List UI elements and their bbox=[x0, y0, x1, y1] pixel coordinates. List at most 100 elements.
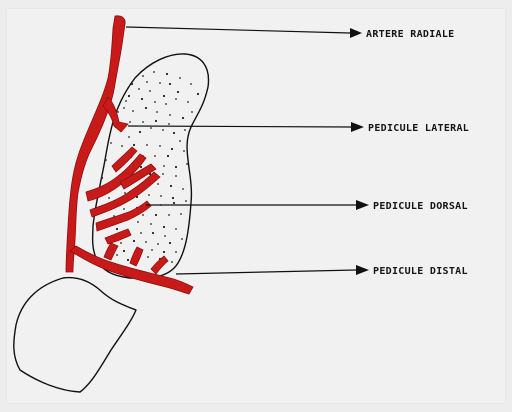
stipple-dot bbox=[105, 159, 107, 161]
arrow-lateral-line bbox=[128, 126, 351, 127]
stipple-dot bbox=[171, 261, 173, 263]
stipple-dot bbox=[149, 90, 151, 92]
stipple-dot bbox=[175, 175, 177, 177]
lower-outline bbox=[14, 278, 136, 392]
stipple-dot bbox=[116, 228, 118, 230]
stipple-dot bbox=[181, 238, 183, 240]
stipple-dot bbox=[150, 127, 152, 129]
stipple-dot bbox=[116, 254, 118, 256]
stipple-dot bbox=[166, 73, 168, 75]
stipple-dot bbox=[163, 165, 165, 167]
stipple-dot bbox=[146, 144, 148, 146]
stipple-dot bbox=[168, 214, 170, 216]
stipple-dot bbox=[169, 83, 171, 85]
arrows bbox=[126, 27, 369, 275]
stipple-dot bbox=[159, 82, 161, 84]
stipple-dot bbox=[153, 71, 155, 73]
stipple-dot bbox=[169, 114, 171, 116]
stipple-dot bbox=[155, 214, 157, 216]
stipple-dot bbox=[142, 121, 144, 123]
stipple-dot bbox=[180, 213, 182, 215]
stipple-dot bbox=[197, 93, 199, 95]
stipple-dot bbox=[154, 101, 156, 103]
stipple-dot bbox=[142, 75, 144, 77]
distal-pedicle-vessel bbox=[70, 246, 193, 294]
stipple-dot bbox=[141, 98, 143, 100]
arrow-lateral-head bbox=[351, 122, 364, 132]
stipple-dot bbox=[129, 121, 131, 123]
stipple-dot bbox=[156, 111, 158, 113]
stipple-dot bbox=[157, 183, 159, 185]
stipple-dot bbox=[165, 103, 167, 105]
arrow-distal-line bbox=[176, 270, 356, 274]
stipple-dot bbox=[163, 226, 165, 228]
stipple-dot bbox=[164, 235, 166, 237]
stipple-dot bbox=[175, 228, 177, 230]
stipple-dot bbox=[163, 251, 165, 253]
stipple-dot bbox=[117, 111, 119, 113]
stipple-dot bbox=[131, 83, 133, 85]
stipple-dot bbox=[157, 243, 159, 245]
stipple-dot bbox=[179, 77, 181, 79]
stipple-dot bbox=[173, 202, 175, 204]
stipple-dot bbox=[142, 214, 144, 216]
stipple-dot bbox=[177, 91, 179, 93]
stipple-dot bbox=[190, 83, 192, 85]
distal-branch-1 bbox=[104, 243, 118, 260]
stipple-dot bbox=[133, 144, 135, 146]
stipple-dot bbox=[145, 107, 147, 109]
stipple-dot bbox=[140, 232, 142, 234]
stipple-dot bbox=[182, 117, 184, 119]
label-lateral: PEDICULE LATERAL bbox=[368, 123, 469, 134]
stipple-dot bbox=[191, 111, 193, 113]
stipple-dot bbox=[123, 107, 125, 109]
label-distal: PEDICULE DISTAL bbox=[373, 266, 468, 277]
stipple-dot bbox=[125, 100, 127, 102]
stipple-dot bbox=[167, 155, 169, 157]
stipple-dot bbox=[145, 241, 147, 243]
stipple-dot bbox=[183, 150, 185, 152]
stipple-dot bbox=[124, 192, 126, 194]
labels: ARTERE RADIALE PEDICULE LATERAL PEDICULE… bbox=[366, 29, 469, 277]
arrow-artery-head bbox=[350, 28, 362, 38]
stipple-dot bbox=[163, 95, 165, 97]
stipple-dot bbox=[173, 132, 175, 134]
label-dorsal: PEDICULE DORSAL bbox=[373, 201, 468, 212]
stipple-dot bbox=[162, 129, 164, 131]
stipple-dot bbox=[137, 221, 139, 223]
stipple-dot bbox=[160, 195, 162, 197]
stipple-dot bbox=[182, 188, 184, 190]
stipple-dot bbox=[168, 123, 170, 125]
stipple-dot bbox=[132, 110, 134, 112]
stipple-dot bbox=[127, 259, 129, 261]
stipple-dot bbox=[138, 88, 140, 90]
stipple-dot bbox=[148, 194, 150, 196]
stipple-dot bbox=[108, 197, 110, 199]
stipple-dot bbox=[123, 208, 125, 210]
stipple-dot bbox=[184, 129, 186, 131]
stipple-dot bbox=[123, 250, 125, 252]
stipple-dot bbox=[159, 145, 161, 147]
stipple-dot bbox=[175, 251, 177, 253]
stipple-dot bbox=[121, 145, 123, 147]
arrow-distal-head bbox=[356, 265, 369, 275]
label-artery: ARTERE RADIALE bbox=[366, 29, 455, 40]
stipple-dot bbox=[172, 197, 174, 199]
distal-branch-2 bbox=[130, 247, 143, 266]
stipple-dot bbox=[120, 242, 122, 244]
stipple-dot bbox=[162, 173, 164, 175]
stipple-dot bbox=[152, 232, 154, 234]
stipple-dot bbox=[150, 223, 152, 225]
stipple-dot bbox=[128, 95, 130, 97]
stipple-dot bbox=[151, 249, 153, 251]
arrow-dorsal-head bbox=[356, 200, 369, 210]
stipple-dot bbox=[187, 101, 189, 103]
stipple-dot bbox=[139, 131, 141, 133]
stipple-dot bbox=[171, 148, 173, 150]
stipple-dot bbox=[155, 120, 157, 122]
stipple-dot bbox=[185, 200, 187, 202]
stipple-dot bbox=[170, 185, 172, 187]
stipple-dot bbox=[110, 142, 112, 144]
